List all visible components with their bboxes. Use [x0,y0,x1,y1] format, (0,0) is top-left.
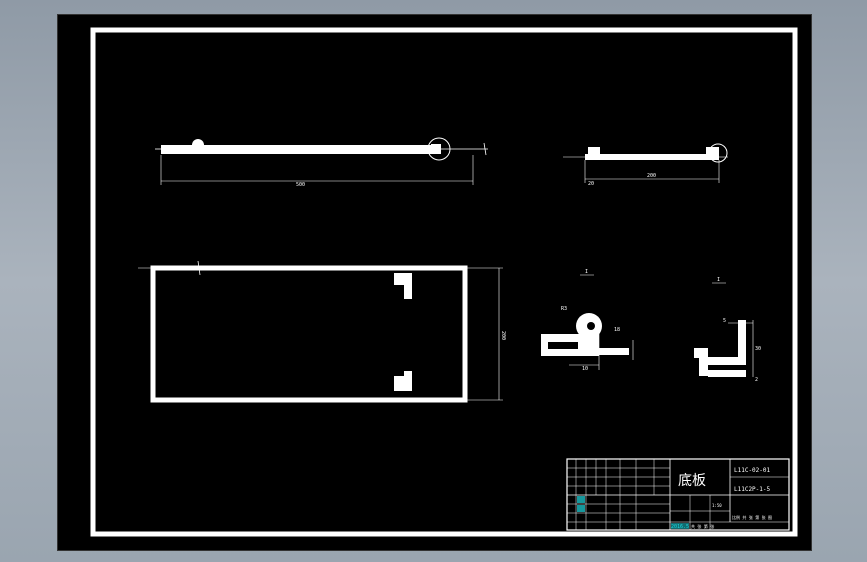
title-note: 比例 共 张 第 张 图 [732,514,772,520]
detail-b-upright [738,320,746,365]
detail-b-dim-3: 2 [755,377,758,383]
drawing-border [90,27,798,537]
side-view: 200 20 [563,143,728,187]
assembly-number: L11C2P-1-5 [734,486,771,493]
side-small-dim: 20 [588,181,594,187]
plan-view: 200 [138,260,506,403]
detail-b-label: I [717,277,720,283]
plan-clamp-top [394,273,412,285]
detail-a: I 10 R3 18 [541,269,634,372]
side-detail-circle [708,143,728,163]
detail-b-dim-1: 5 [723,318,726,324]
part-name: 底板 [678,473,706,489]
detail-a-dim-1: 10 [582,366,588,372]
detail-b-base [708,357,746,365]
plan-frame [150,265,468,403]
detail-a-dim-2: R3 [561,306,567,312]
plan-height-dim: 200 [500,331,506,340]
side-length-dim: 200 [647,173,656,179]
side-right-block [706,147,719,160]
front-end-block [431,144,441,154]
side-left-block [588,147,600,160]
front-view: 500 [155,137,488,188]
drawing-sheet: 500 200 20 200 [57,14,812,551]
front-length-dim: 500 [296,182,305,188]
detail-b: I 5 30 2 [694,277,761,383]
drawing-number: L11C-02-01 [734,467,771,474]
date-field: 2016.5 [671,524,689,530]
detail-a-label: I [585,269,588,275]
scale-label: 1:50 [712,503,722,508]
detail-a-dim-3: 18 [614,327,620,333]
plan-clamp-bottom [394,376,412,391]
title-block: 底板 L11C-02-01 L11C2P-1-5 1:50 2016.5 共 张… [566,458,790,531]
front-bar [161,145,441,154]
side-bar [585,154,719,160]
front-knob [192,139,204,151]
sheet-count: 共 张 第 张 [691,523,714,529]
cad-drawing: 500 200 20 200 [90,27,798,537]
detail-b-dim-2: 30 [755,346,761,352]
